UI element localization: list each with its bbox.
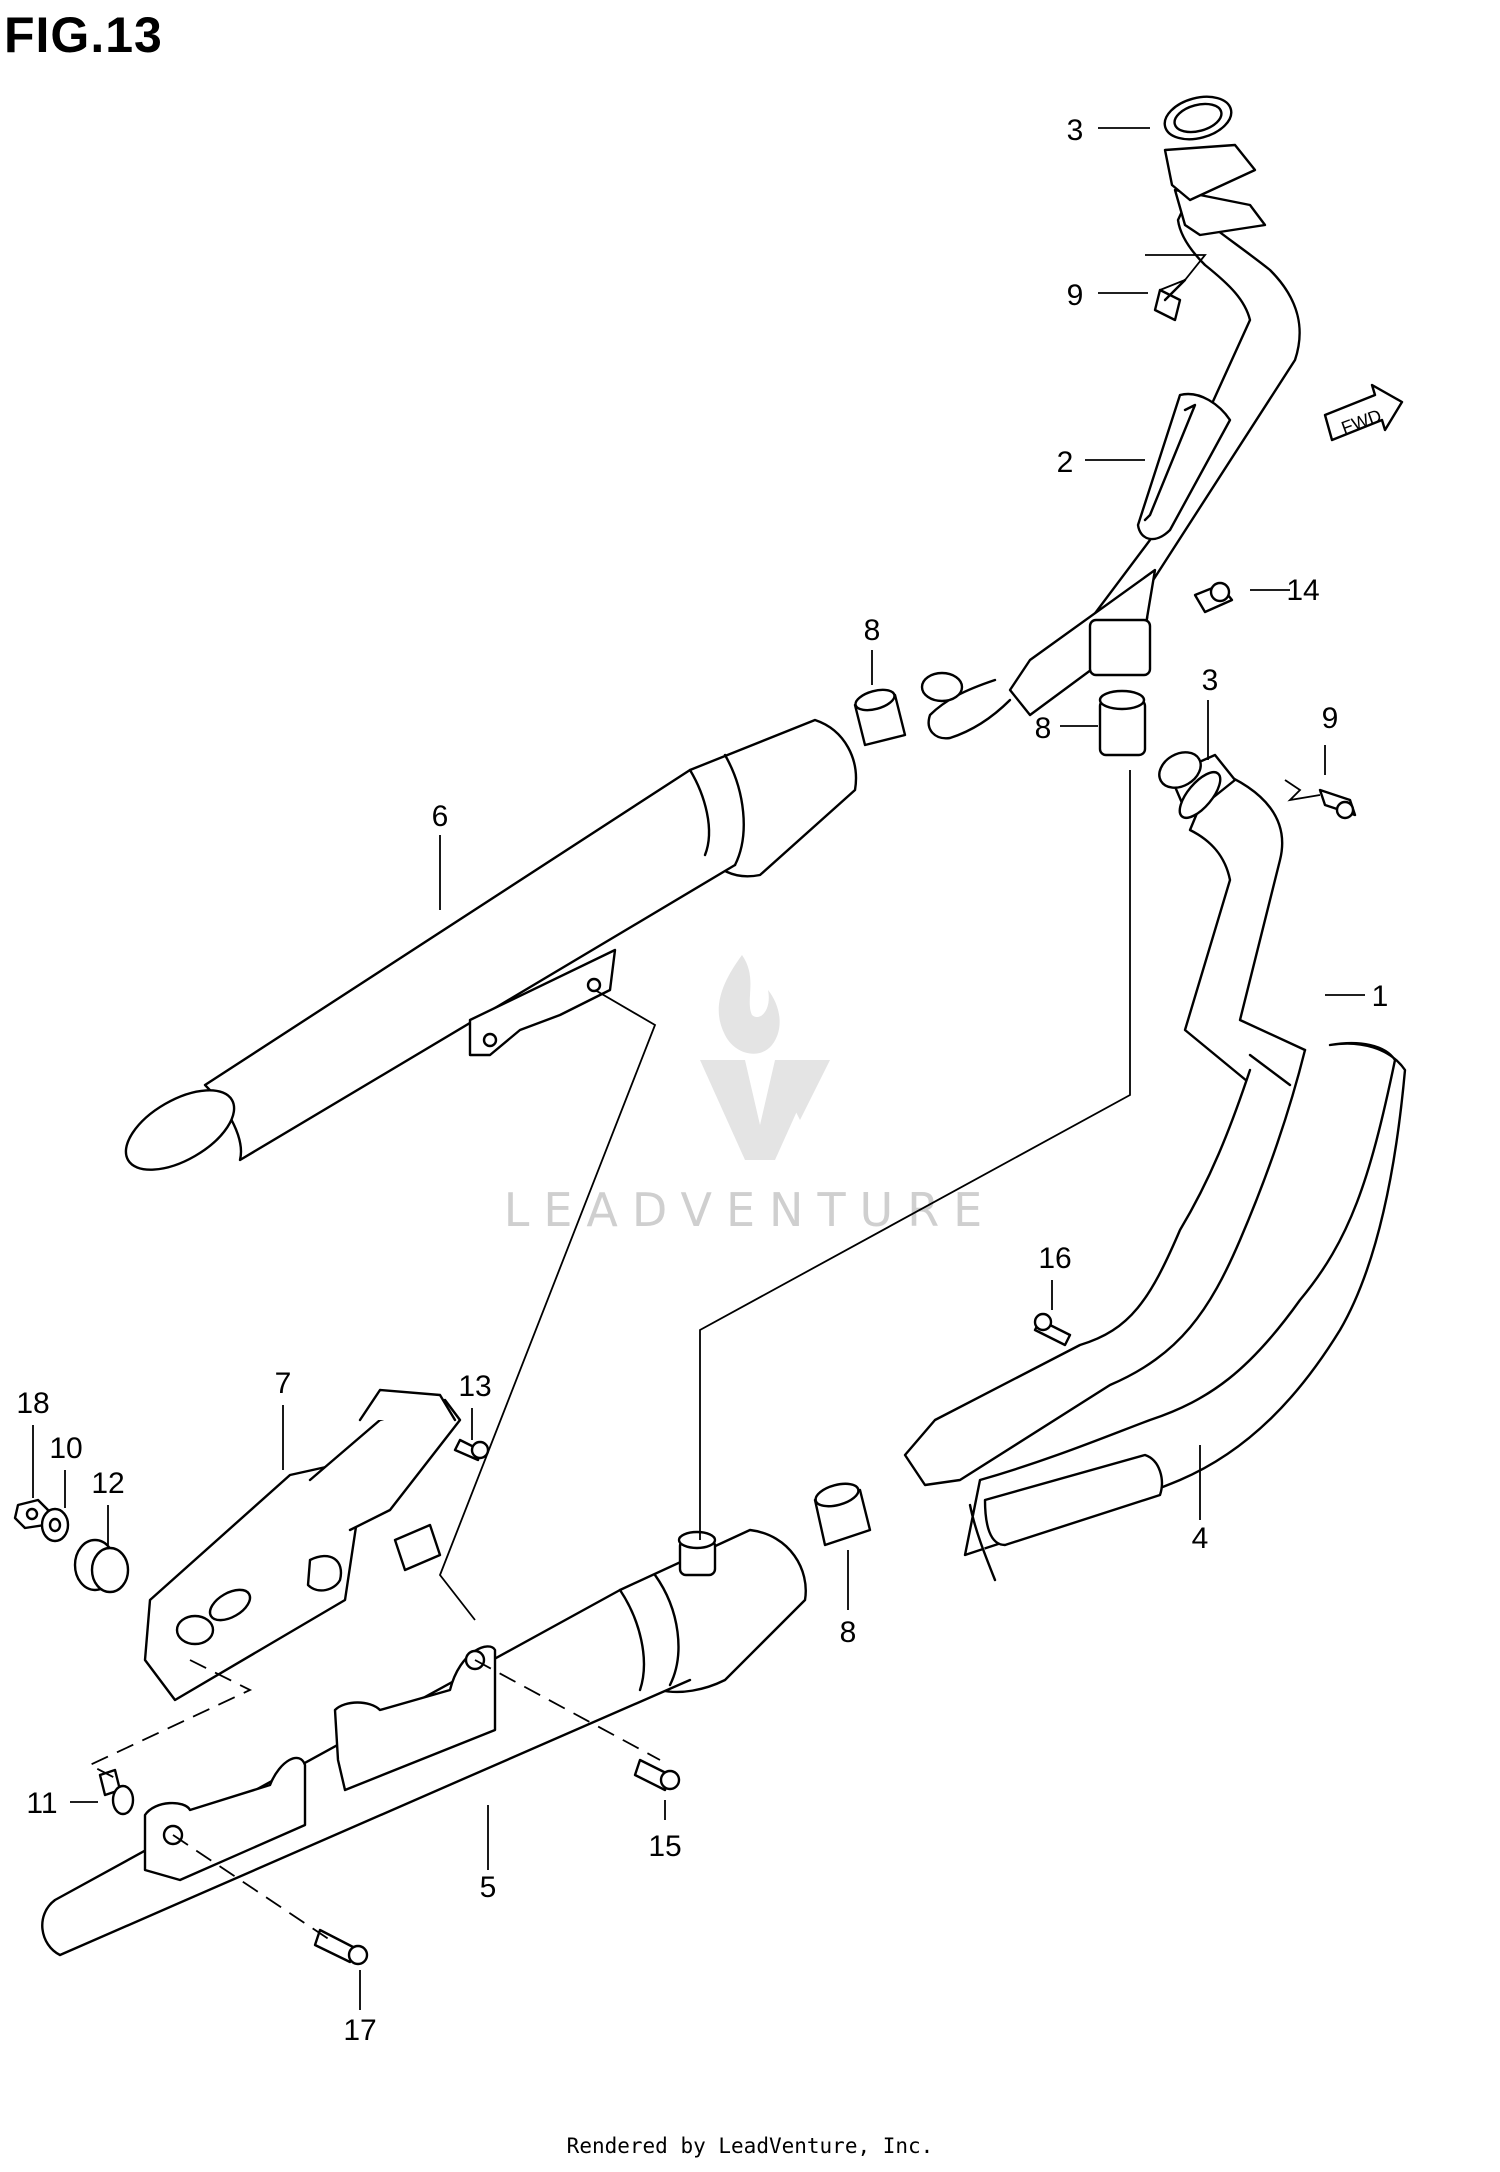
callout-8-low: 8 xyxy=(840,1616,857,1649)
pipe-connector-8a xyxy=(853,688,907,747)
collar-11 xyxy=(98,1768,135,1816)
callout-14: 14 xyxy=(1286,574,1319,607)
bolt-17 xyxy=(313,1928,369,1966)
callout-16: 16 xyxy=(1038,1242,1071,1275)
grommet-12 xyxy=(73,1538,130,1594)
gasket-3b xyxy=(1178,771,1222,819)
callout-labels: 3 9 2 14 8 8 3 9 1 6 16 4 8 13 7 18 10 1… xyxy=(16,114,1388,2047)
bolt-16 xyxy=(1033,1312,1072,1347)
alignment-lines xyxy=(87,254,1321,1941)
bolt-15 xyxy=(633,1758,681,1792)
callout-2: 2 xyxy=(1057,446,1074,479)
callout-8-mid: 8 xyxy=(1035,712,1052,745)
pipe-connector-8b xyxy=(1098,689,1147,757)
callout-18: 18 xyxy=(16,1387,49,1420)
header-pipe-front xyxy=(920,95,1301,740)
washer-10 xyxy=(40,1507,70,1543)
callout-3-top: 3 xyxy=(1067,114,1084,147)
pipe-connector-8c xyxy=(813,1482,872,1547)
muffler-bracket xyxy=(143,1388,462,1702)
callout-17: 17 xyxy=(343,2014,376,2047)
forward-arrow-icon xyxy=(1323,383,1404,442)
callout-3-right: 3 xyxy=(1202,664,1219,697)
bolt-9b xyxy=(1318,788,1357,820)
bolt-14 xyxy=(1193,581,1234,614)
figure-title: FIG.13 xyxy=(4,7,163,63)
bolt-9a xyxy=(1153,278,1187,322)
heat-shield xyxy=(963,1041,1407,1582)
leader-lines xyxy=(32,127,1365,2010)
callout-12: 12 xyxy=(91,1467,124,1500)
footer-credit: Rendered by LeadVenture, Inc. xyxy=(566,2134,934,2158)
callout-11: 11 xyxy=(26,1787,57,1820)
callout-6: 6 xyxy=(432,800,449,833)
callout-13: 13 xyxy=(458,1370,491,1403)
callout-9-top: 9 xyxy=(1067,279,1084,312)
callout-4: 4 xyxy=(1192,1522,1209,1555)
callout-9-right: 9 xyxy=(1322,702,1339,735)
callout-15: 15 xyxy=(648,1830,681,1863)
upper-muffler xyxy=(124,718,858,1171)
callout-10: 10 xyxy=(49,1432,82,1465)
callout-7: 7 xyxy=(275,1367,292,1400)
lower-muffler xyxy=(41,1528,807,1957)
callout-8-top: 8 xyxy=(864,614,881,647)
callout-1: 1 xyxy=(1372,980,1389,1013)
callout-5: 5 xyxy=(480,1871,497,1904)
bolt-13 xyxy=(453,1438,490,1462)
